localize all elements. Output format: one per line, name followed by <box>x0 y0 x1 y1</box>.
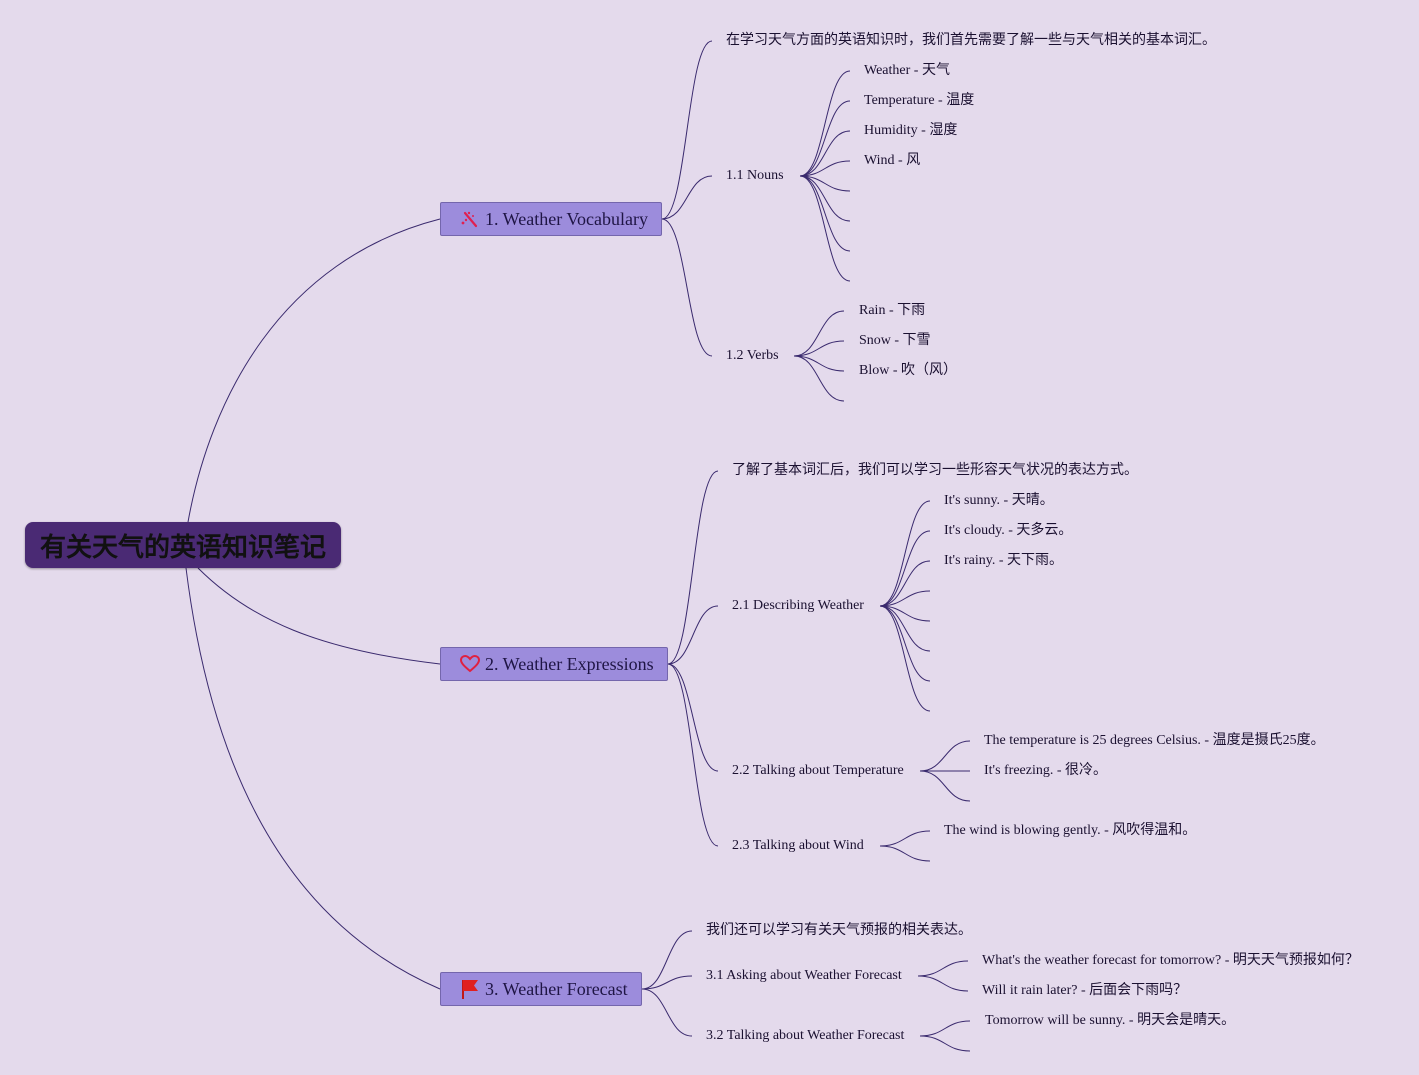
leaf-link <box>799 175 851 282</box>
branch-link <box>667 470 719 665</box>
forecast-item[interactable]: What's the weather forecast for tomorrow… <box>982 953 1359 968</box>
topic-title: 2. Weather Expressions <box>485 653 654 674</box>
topic-title: 1. Weather Vocabulary <box>485 208 649 229</box>
leaf-link <box>879 605 931 712</box>
vocab-item[interactable]: Humidity - 湿度 <box>864 123 958 138</box>
flag-icon <box>459 978 481 1000</box>
branch-link <box>667 663 719 772</box>
leaf-link <box>917 960 969 977</box>
leaf-link <box>919 770 971 802</box>
leaf-link <box>919 1035 971 1052</box>
subtopic-temperature[interactable]: 2.2 Talking about Temperature <box>732 763 904 778</box>
leaf-link <box>919 740 971 772</box>
heart-icon <box>459 653 481 675</box>
magic-wand-icon <box>459 208 481 230</box>
section-intro[interactable]: 在学习天气方面的英语知识时，我们首先需要了解一些与天气相关的基本词汇。 <box>726 33 1216 48</box>
leaf-link <box>799 175 851 192</box>
vocab-item[interactable]: Rain - 下雨 <box>859 303 926 318</box>
topic-weather-vocabulary[interactable]: 1. Weather Vocabulary <box>440 202 662 236</box>
leaf-link <box>879 605 931 682</box>
leaf-link <box>879 500 931 607</box>
expression-item[interactable]: The temperature is 25 degrees Celsius. -… <box>984 733 1325 748</box>
expression-item[interactable]: It's sunny. - 天晴。 <box>944 493 1054 508</box>
root-title: 有关天气的英语知识笔记 <box>39 532 326 563</box>
vocab-item[interactable]: Temperature - 温度 <box>864 93 975 108</box>
topic-weather-expressions[interactable]: 2. Weather Expressions <box>440 647 668 681</box>
branch-link <box>667 605 719 665</box>
branch-link <box>661 175 713 220</box>
expression-item[interactable]: The wind is blowing gently. - 风吹得温和。 <box>944 823 1197 838</box>
root-link <box>187 218 441 523</box>
root-topic[interactable]: 有关天气的英语知识笔记 <box>25 522 341 568</box>
leaf-link <box>799 130 851 177</box>
leaf-link <box>879 560 931 607</box>
branch-link <box>641 988 693 1037</box>
branch-link <box>661 40 713 220</box>
root-link <box>197 567 441 665</box>
leaf-link <box>799 175 851 252</box>
leaf-link <box>793 340 845 357</box>
forecast-item[interactable]: Will it rain later? - 后面会下雨吗？ <box>982 983 1188 998</box>
forecast-item[interactable]: Tomorrow will be sunny. - 明天会是晴天。 <box>985 1013 1236 1028</box>
leaf-link <box>793 355 845 402</box>
leaf-link <box>879 590 931 607</box>
section-intro[interactable]: 了解了基本词汇后，我们可以学习一些形容天气状况的表达方式。 <box>732 463 1138 478</box>
vocab-item[interactable]: Wind - 风 <box>864 153 921 168</box>
subtopic-verbs[interactable]: 1.2 Verbs <box>726 348 779 363</box>
branch-link <box>661 218 713 357</box>
leaf-link <box>879 605 931 622</box>
leaf-link <box>799 100 851 177</box>
expression-item[interactable]: It's freezing. - 很冷。 <box>984 763 1108 778</box>
topic-weather-forecast[interactable]: 3. Weather Forecast <box>440 972 642 1006</box>
leaf-link <box>799 160 851 177</box>
vocab-item[interactable]: Snow - 下雪 <box>859 333 931 348</box>
root-link <box>185 567 441 990</box>
leaf-link <box>917 975 969 992</box>
subtopic-talking-forecast[interactable]: 3.2 Talking about Weather Forecast <box>706 1028 905 1043</box>
branch-link <box>641 930 693 990</box>
leaf-link <box>879 845 931 862</box>
branch-link <box>667 663 719 847</box>
leaf-link <box>879 530 931 607</box>
topic-title: 3. Weather Forecast <box>485 978 628 999</box>
leaf-link <box>879 605 931 652</box>
subtopic-nouns[interactable]: 1.1 Nouns <box>726 168 784 183</box>
subtopic-wind[interactable]: 2.3 Talking about Wind <box>732 838 864 853</box>
vocab-item[interactable]: Blow - 吹（风） <box>859 363 957 378</box>
leaf-link <box>793 310 845 357</box>
leaf-link <box>799 175 851 222</box>
leaf-link <box>793 355 845 372</box>
branch-link <box>641 975 693 990</box>
section-intro[interactable]: 我们还可以学习有关天气预报的相关表达。 <box>706 923 972 938</box>
leaf-link <box>879 830 931 847</box>
subtopic-asking-forecast[interactable]: 3.1 Asking about Weather Forecast <box>706 968 902 983</box>
expression-item[interactable]: It's cloudy. - 天多云。 <box>944 523 1073 538</box>
leaf-link <box>919 1020 971 1037</box>
expression-item[interactable]: It's rainy. - 天下雨。 <box>944 553 1064 568</box>
subtopic-describing-weather[interactable]: 2.1 Describing Weather <box>732 598 864 613</box>
vocab-item[interactable]: Weather - 天气 <box>864 63 950 78</box>
leaf-link <box>799 70 851 177</box>
